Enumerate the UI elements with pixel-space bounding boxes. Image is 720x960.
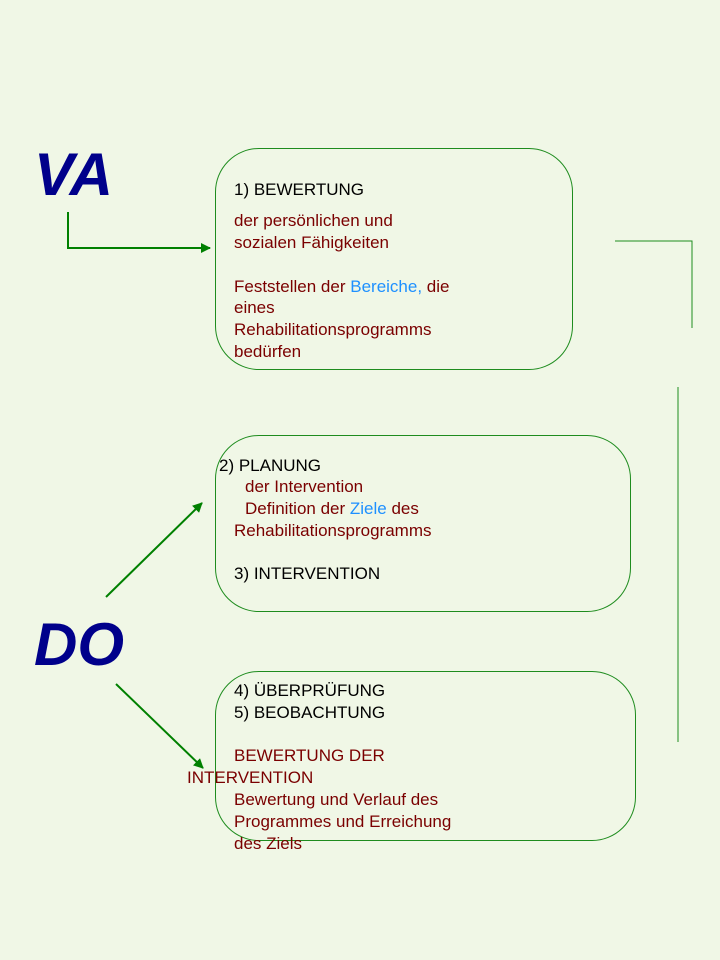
box1-line2: sozialen Fähigkeiten — [234, 233, 389, 252]
box1-line4: eines — [234, 298, 275, 317]
box2-highlight-ziele: Ziele — [349, 499, 387, 518]
box2-heading: 2) PLANUNG — [219, 456, 322, 475]
box3-heading2: 5) BEOBACHTUNG — [234, 703, 386, 722]
box2-heading2: 3) INTERVENTION — [234, 564, 381, 583]
va-label: VA — [34, 141, 113, 208]
feedback-connector-top — [615, 240, 693, 328]
box3-line4: Programmes und Erreichung — [234, 812, 452, 831]
do-arrow-down — [115, 683, 204, 769]
box3-line2: INTERVENTION — [187, 768, 314, 787]
box1-line3-end: die — [422, 277, 450, 296]
box1-line6: bedürfen — [234, 342, 302, 361]
va-arrow — [67, 212, 211, 253]
box1-line3: Feststellen der Bereiche, die — [234, 276, 449, 298]
box1-line5: Rehabilitationsprogramms — [234, 320, 432, 339]
box1-highlight-bereiche: Bereiche, — [350, 277, 423, 296]
box1-heading: 1) BEWERTUNG — [234, 180, 365, 199]
box1-line3-start: Feststellen der — [234, 277, 351, 296]
box3-heading1: 4) ÜBERPRÜFUNG — [234, 681, 386, 700]
box1-line1: der persönlichen und — [234, 211, 393, 230]
box-bewertung — [215, 148, 573, 370]
box2-line2: Definition der Ziele des — [245, 498, 419, 520]
box2-line2-start: Definition der — [245, 499, 350, 518]
box3-line1: BEWERTUNG DER — [234, 746, 385, 765]
do-arrow-up — [105, 502, 203, 598]
box3-line5: des Ziels — [234, 834, 303, 853]
box-planung — [215, 435, 631, 612]
box2-line1: der Intervention — [245, 477, 364, 496]
box2-line2-end: des — [386, 499, 419, 518]
do-label: DO — [34, 611, 124, 678]
box3-line3: Bewertung und Verlauf des — [234, 790, 439, 809]
box2-line3: Rehabilitationsprogramms — [234, 521, 432, 540]
box-ueberpruefung — [215, 671, 636, 841]
